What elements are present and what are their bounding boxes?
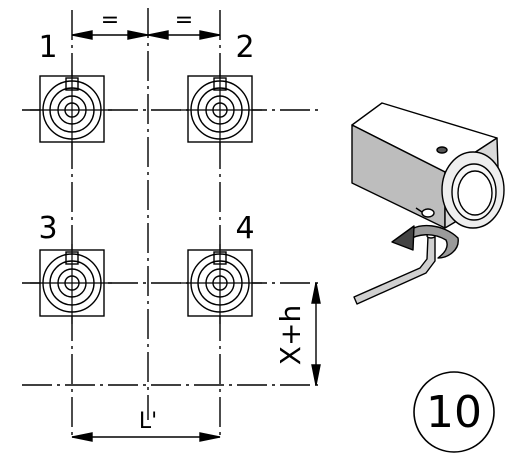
dimension-l [71, 432, 221, 442]
x-plus-h-label: X+h [274, 305, 307, 365]
position-2-label: 2 [235, 30, 254, 65]
center-lines [22, 8, 322, 440]
position-numbers: 1 2 3 4 [38, 30, 254, 246]
equal-label-right: = [175, 8, 193, 33]
l-prime-label: L' [139, 409, 157, 434]
position-3-label: 3 [38, 211, 57, 246]
position-4-label: 4 [235, 211, 254, 246]
equal-label-left: = [101, 8, 119, 33]
dimension-equal [71, 30, 221, 40]
dimension-x-h [311, 282, 321, 386]
step-number-text: 10 [426, 387, 482, 438]
rotate-arrow-icon [391, 224, 459, 259]
step-number-badge: 10 [413, 371, 495, 453]
center-lines-overlay [30, 70, 262, 324]
position-1-label: 1 [38, 30, 57, 65]
hex-key-icon [353, 233, 436, 305]
camera-icon [351, 102, 505, 229]
